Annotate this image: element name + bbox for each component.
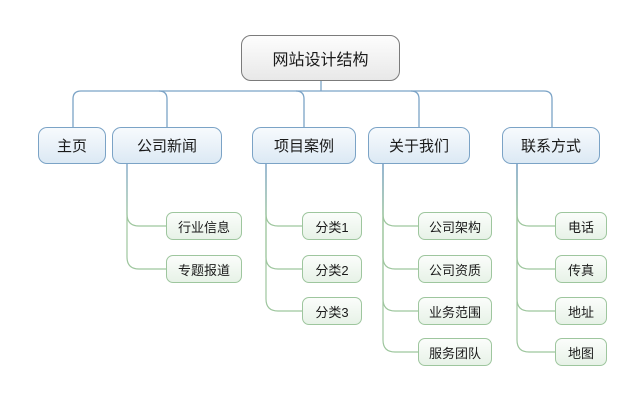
- leaf-node-label: 公司架构: [428, 219, 481, 235]
- leaf-node-label: 行业信息: [177, 219, 230, 235]
- leaf-node-label: 分类3: [315, 304, 349, 320]
- branch-node-label: 项目案例: [273, 138, 334, 155]
- branch-node-label: 公司新闻: [136, 138, 197, 155]
- leaf-node-label: 分类1: [315, 219, 349, 235]
- branch-node-contact[interactable]: 联系方式: [502, 127, 600, 164]
- leaf-node-category-3[interactable]: 分类3: [302, 297, 362, 325]
- branch-node-project-cases[interactable]: 项目案例: [252, 127, 356, 164]
- leaf-node-phone[interactable]: 电话: [555, 212, 607, 240]
- leaf-node-label: 地图: [567, 345, 594, 361]
- root-node[interactable]: 网站设计结构: [241, 35, 400, 81]
- leaf-node-company-qualifications[interactable]: 公司资质: [418, 255, 492, 283]
- leaf-node-label: 传真: [567, 262, 594, 278]
- leaf-node-label: 业务范围: [428, 304, 481, 320]
- branch-node-label: 关于我们: [388, 138, 449, 155]
- leaf-node-label: 公司资质: [428, 262, 481, 278]
- leaf-node-label: 分类2: [315, 262, 349, 278]
- leaf-node-label: 服务团队: [428, 345, 481, 361]
- branch-node-label: 联系方式: [520, 138, 581, 155]
- leaf-node-label: 地址: [567, 304, 594, 320]
- branch-node-label: 主页: [56, 138, 87, 155]
- branch-node-company-news[interactable]: 公司新闻: [112, 127, 222, 164]
- leaf-node-industry-info[interactable]: 行业信息: [166, 212, 242, 240]
- leaf-node-category-2[interactable]: 分类2: [302, 255, 362, 283]
- leaf-node-address[interactable]: 地址: [555, 297, 607, 325]
- leaf-node-company-structure[interactable]: 公司架构: [418, 212, 492, 240]
- branch-node-home[interactable]: 主页: [38, 127, 106, 164]
- branch-leaf-connectors: [126, 164, 555, 353]
- leaf-node-map[interactable]: 地图: [555, 338, 607, 366]
- leaf-node-label: 专题报道: [177, 262, 230, 278]
- leaf-node-label: 电话: [567, 219, 594, 235]
- branch-node-about-us[interactable]: 关于我们: [368, 127, 470, 164]
- leaf-node-service-team[interactable]: 服务团队: [418, 338, 492, 366]
- leaf-node-fax[interactable]: 传真: [555, 255, 607, 283]
- leaf-node-business-scope[interactable]: 业务范围: [418, 297, 492, 325]
- root-node-label: 网站设计结构: [272, 52, 369, 69]
- leaf-node-category-1[interactable]: 分类1: [302, 212, 362, 240]
- leaf-node-special-reports[interactable]: 专题报道: [166, 255, 242, 283]
- root-branch-connectors: [72, 81, 553, 127]
